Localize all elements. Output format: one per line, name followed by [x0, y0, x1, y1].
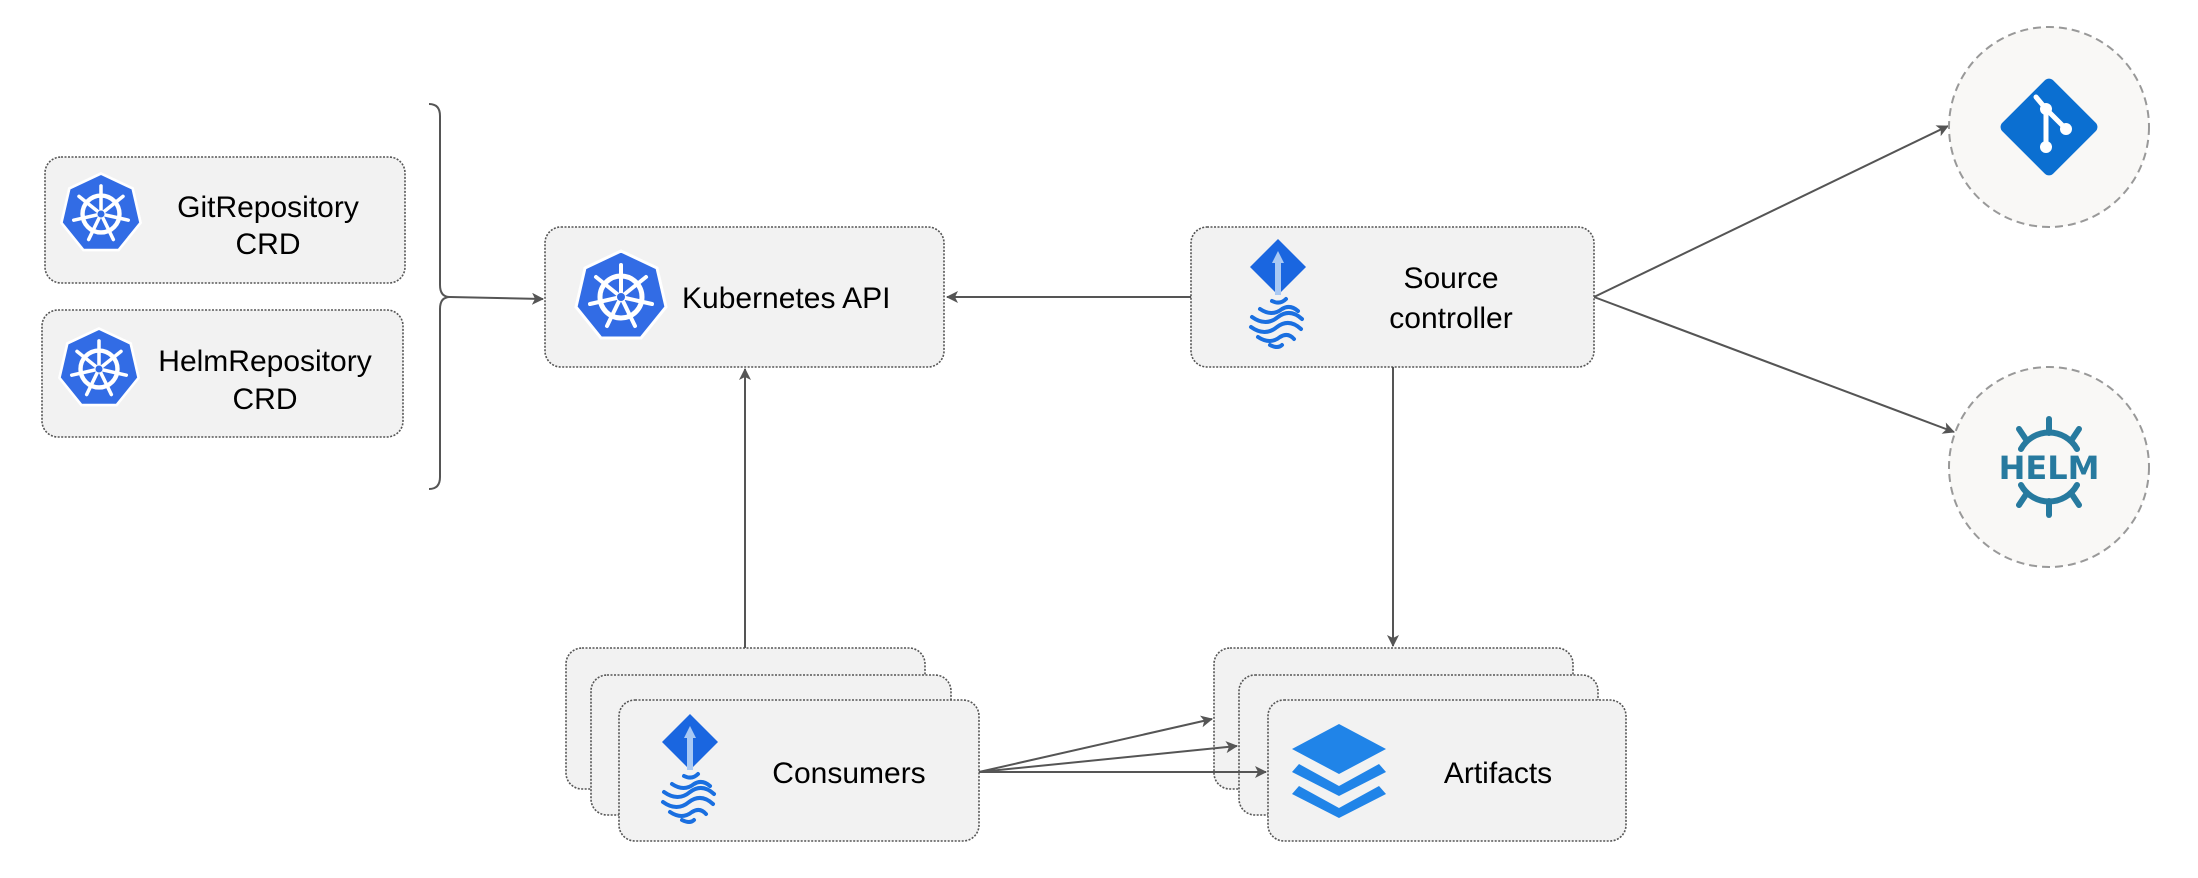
helm-repository-crd-node[interactable]: HelmRepository CRD — [41, 309, 404, 438]
git-icon — [2000, 78, 2098, 176]
edge-source-to-git — [1593, 125, 1949, 298]
node-label: GitRepository — [177, 191, 359, 224]
node-label: HelmRepository — [158, 345, 371, 378]
node-label: Artifacts — [1444, 757, 1552, 790]
kubernetes-api-node[interactable]: Kubernetes API — [544, 226, 945, 368]
helm-logo-text: HELM — [1999, 449, 2100, 487]
layers-icon — [1292, 724, 1386, 818]
consumers-node[interactable]: Consumers — [565, 647, 980, 842]
crd-brace — [428, 103, 451, 490]
edge-crds-to-api — [449, 292, 544, 305]
node-label: CRD — [233, 383, 298, 416]
edge-consumers-to-artifact-1 — [978, 715, 1213, 773]
node-label: Source — [1403, 262, 1498, 295]
source-controller-node[interactable]: Source controller — [1190, 226, 1595, 368]
edge-consumers-to-artifact-2 — [978, 741, 1238, 773]
helm-repository-node[interactable]: HELM — [1948, 366, 2150, 568]
helm-icon: HELM — [1999, 416, 2100, 518]
node-label: CRD — [236, 228, 301, 261]
edges-consumers-to-artifacts — [978, 715, 1267, 778]
node-label: Kubernetes API — [682, 282, 890, 315]
git-repository-node[interactable] — [1948, 26, 2150, 228]
edges — [428, 103, 1955, 648]
git-repository-crd-node[interactable]: GitRepository CRD — [44, 156, 406, 284]
node-label: Consumers — [772, 757, 925, 790]
edge-source-to-helm — [1593, 296, 1955, 434]
node-label: controller — [1389, 302, 1512, 335]
artifacts-node[interactable]: Artifacts — [1213, 647, 1627, 842]
